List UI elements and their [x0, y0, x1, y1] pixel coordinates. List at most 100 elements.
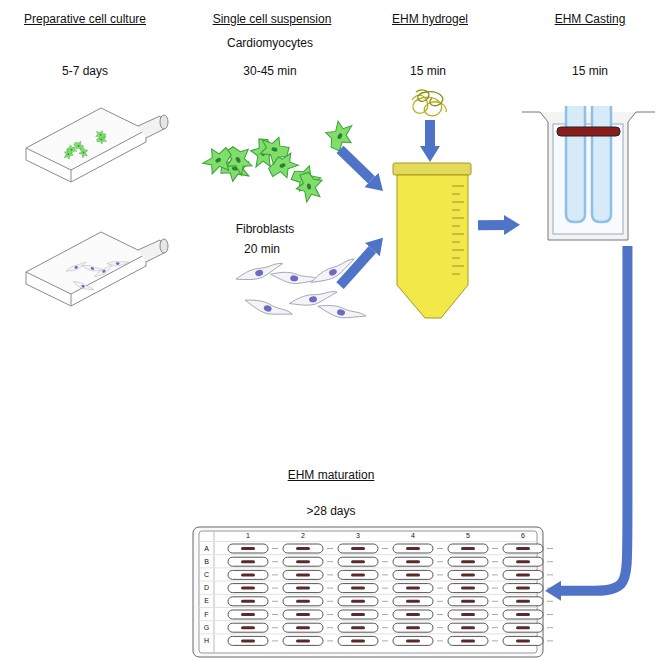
multiwell-plate: [448, 610, 488, 619]
multiwell-plate: [228, 610, 268, 619]
cardiomyocyte-cells: [199, 116, 359, 203]
multiwell-plate: [382, 627, 388, 628]
casting-mold: [522, 106, 655, 240]
column-number: 5: [466, 532, 470, 540]
multiwell-plate: [547, 561, 553, 562]
multiwell-plate: [351, 587, 365, 590]
cell-group: Fibroblasts20 min: [200, 222, 340, 308]
multiwell-plate: [393, 597, 433, 606]
multiwell-plate: [327, 548, 333, 549]
column-number: 6: [521, 532, 525, 540]
multiwell-plate: [199, 633, 537, 634]
multiwell-plate: [492, 614, 498, 615]
multiwell-plate: [437, 561, 443, 562]
multiwell-plate: [327, 601, 333, 602]
multiwell-plate: [461, 573, 475, 576]
multiwell-plate: [516, 560, 530, 563]
cardiomyocyte-cells: [256, 132, 292, 167]
multiwell-plate: [516, 547, 530, 550]
multiwell-plate: [406, 613, 420, 616]
multiwell-plate: [296, 600, 310, 603]
process-stage: EHM Casting15 min: [520, 10, 656, 246]
multiwell-plate: [283, 544, 323, 553]
multiwell-plate: [241, 600, 255, 603]
multiwell-plate: [214, 531, 215, 653]
column-number: 1: [246, 532, 250, 540]
culture-flask: [94, 129, 107, 141]
multiwell-plate: [351, 573, 365, 576]
multiwell-plate: [492, 601, 498, 602]
conical-tube: [452, 218, 464, 219]
multiwell-plate: [338, 597, 378, 606]
multiwell-plate: [492, 548, 498, 549]
multiwell-plate: [272, 548, 278, 549]
row-letter: B: [204, 558, 209, 566]
culture-flask: [160, 115, 168, 129]
multiwell-plate: [296, 560, 310, 563]
hydrogel-fibers: [416, 90, 443, 106]
duration-label: 20 min: [244, 242, 280, 256]
multiwell-plate: [547, 640, 553, 641]
multiwell-plate: [448, 544, 488, 553]
multiwell-plate: [351, 600, 365, 603]
multiwell-plate: [296, 626, 310, 629]
multiwell-plate: [461, 547, 475, 550]
culture-flask: [160, 239, 168, 253]
multiwell-plate: [338, 544, 378, 553]
duration-label: 30-45 min: [243, 64, 296, 78]
multiwell-plate: [503, 544, 543, 553]
multiwell-plate: [296, 639, 310, 642]
hydrogel-arrow: [425, 120, 435, 146]
multiwell-plate: [437, 627, 443, 628]
multiwell-plate: [296, 573, 310, 576]
multiwell-plate: [393, 610, 433, 619]
multiwell-plate: [547, 588, 553, 589]
conical-tube: [452, 194, 460, 195]
conical-tube: [452, 234, 464, 235]
multiwell-plate: [516, 639, 530, 642]
conical-tube: [393, 163, 471, 318]
multiwell-plate: [492, 574, 498, 575]
multiwell-plate: [448, 597, 488, 606]
multiwell-plate: [503, 584, 543, 593]
multiwell-plate: [272, 601, 278, 602]
multiwell-plate: [199, 531, 537, 653]
cell-group: Cardiomyocytes 30-45 min: [200, 34, 340, 182]
multiwell-plate: [283, 623, 323, 632]
multiwell-plate: [393, 544, 433, 553]
multiwell-plate: [461, 639, 475, 642]
multiwell-plate: [393, 584, 433, 593]
culture-flask: [26, 130, 146, 182]
row-letter: G: [204, 624, 209, 632]
multiwell-plate: [241, 639, 255, 642]
flow-arrow: [561, 246, 627, 591]
multiwell-plate: [283, 597, 323, 606]
culture-flask: [78, 147, 89, 159]
duration-label: 5-7 days: [62, 64, 108, 78]
multiwell-plate: [547, 627, 553, 628]
multiwell-plate: [393, 636, 433, 645]
multiwell-plate: [461, 587, 475, 590]
stage-heading: Cardiomyocytes: [227, 36, 313, 50]
multiwell-plate: [448, 570, 488, 579]
fibroblast-cells: [243, 296, 293, 322]
multiwell-plate: [492, 640, 498, 641]
multiwell-plate: [547, 574, 553, 575]
multiwell-plate: [382, 548, 388, 549]
multiwell-plate: [503, 597, 543, 606]
process-stage: EHM hydrogel15 min: [383, 10, 478, 322]
culture-flask: [26, 232, 146, 294]
conical-tube: [393, 163, 471, 175]
multiwell-plate: [199, 620, 537, 621]
column-number: 3: [356, 532, 360, 540]
multiwell-plate: [516, 626, 530, 629]
multiwell-plate: [327, 640, 333, 641]
multiwell-plate: [437, 614, 443, 615]
column-number: 2: [301, 532, 305, 540]
culture-flask: [107, 261, 129, 266]
multiwell-plate: [492, 561, 498, 562]
multiwell-plate: [272, 574, 278, 575]
culture-flask: [26, 232, 168, 306]
multiwell-plate: [382, 601, 388, 602]
